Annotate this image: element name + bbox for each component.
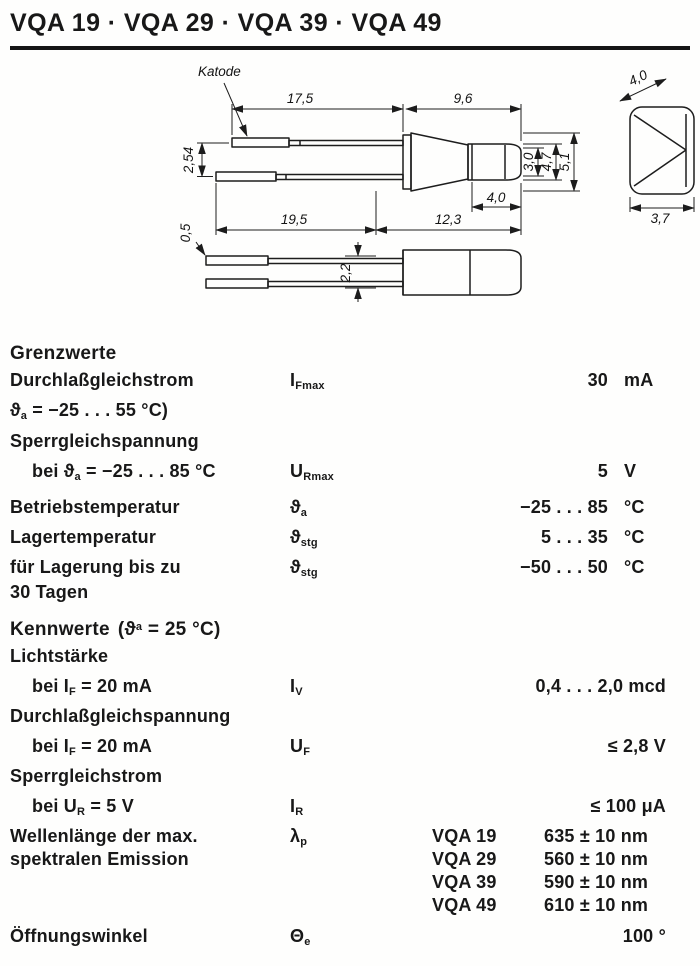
param-value: 0,4 . . . 2,0 mcd: [535, 676, 666, 696]
wavelength-row: VQA 49 610 ± 10 nm: [0, 895, 700, 918]
wavelength-row: spektralen Emission VQA 29 560 ± 10 nm: [0, 849, 700, 872]
spec-row-oeffnungswinkel: Öffnungswinkel Θe 100 °: [0, 926, 700, 956]
param-label: Sperrgleichspannung: [10, 431, 199, 451]
spec-row-durchlassgleichstrom: Durchlaßgleichstrom IFmax 30 mA: [0, 370, 700, 400]
wavelength-row: Wellenlänge der max. λp VQA 19 635 ± 10 …: [0, 826, 700, 849]
kennwerte-heading: Kennwerte(ϑa = 25 °C): [10, 619, 221, 640]
param-label: Sperrgleichstrom: [10, 766, 163, 786]
param-condition: bei ϑa = −25 . . . 85 °C: [32, 461, 216, 483]
device-type: VQA 49: [432, 895, 497, 915]
dim-face-width: 4,0: [626, 67, 650, 89]
dim-h-outer: 5,1: [557, 153, 572, 172]
dimension-drawing: Katode 17,5 9,6 2,54 19,5 12,3 3,0 4,7 5…: [178, 64, 695, 302]
param-label: 30 Tagen: [10, 582, 89, 602]
wavelength-row: VQA 39 590 ± 10 nm: [0, 872, 700, 895]
param-unit: mA: [624, 370, 654, 390]
grenzwerte-heading: Grenzwerte: [10, 343, 117, 364]
param-label: Durchlaßgleichstrom: [10, 370, 194, 390]
param-label: Betriebstemperatur: [10, 497, 180, 517]
front-view-dimensions: [619, 78, 695, 212]
param-value: 30: [587, 370, 608, 390]
led-side-view: [215, 132, 522, 192]
param-value: 100 °: [622, 926, 666, 946]
device-type: VQA 39: [432, 872, 497, 892]
spec-row-sperrgleichstrom: Sperrgleichstrom: [0, 766, 700, 796]
dim-body-total: 12,3: [435, 212, 462, 227]
grenzwerte-section: Grenzwerte Durchlaßgleichstrom IFmax 30 …: [0, 343, 700, 607]
dim-pitch: 2,54: [181, 147, 196, 174]
spec-row-sperrgleichstrom-cond: bei UR = 5 V IR ≤ 100 μA: [0, 796, 700, 826]
param-symbol: UF: [290, 736, 311, 758]
bottom-view-dimensions: [195, 241, 376, 302]
wavelength-value: 590 ± 10 nm: [544, 872, 649, 892]
title-rule: [10, 46, 690, 50]
kennwerte-condition: (ϑa = 25 °C): [117, 619, 221, 640]
dimension-labels: Katode 17,5 9,6 2,54 19,5 12,3 3,0 4,7 5…: [178, 64, 670, 283]
side-view-dimensions: [197, 82, 580, 235]
dim-lead-top: 17,5: [287, 91, 314, 106]
dim-h-inner: 3,0: [521, 152, 536, 171]
led-front-view: [629, 106, 695, 195]
param-symbol: IR: [290, 796, 304, 818]
page-title: VQA 19 · VQA 29 · VQA 39 · VQA 49: [10, 9, 442, 37]
mechanical-drawing: Katode 17,5 9,6 2,54 19,5 12,3 3,0 4,7 5…: [0, 52, 700, 329]
dim-lead-bottom: 19,5: [281, 212, 308, 227]
param-symbol: λp: [290, 826, 308, 848]
param-symbol: ϑstg: [290, 557, 318, 579]
param-condition: ϑa = −25 . . . 55 °C): [10, 400, 169, 422]
spec-row-sperrgleichspannung-cond: bei ϑa = −25 . . . 85 °C URmax 5 V: [0, 461, 700, 491]
param-symbol: Θe: [290, 926, 311, 948]
param-value: ≤ 2,8 V: [607, 736, 666, 756]
katode-label: Katode: [198, 64, 241, 79]
param-value: ≤ 100 μA: [590, 796, 666, 816]
dim-lead-span: 2,2: [338, 263, 353, 283]
spec-row-durchlassgleichspannung-cond: bei IF = 20 mA UF ≤ 2,8 V: [0, 736, 700, 766]
dim-lead-thickness: 0,5: [178, 223, 193, 242]
param-label: Wellenlänge der max.: [10, 826, 198, 846]
dim-body-len: 9,6: [454, 91, 473, 106]
spec-row-30-tagen: 30 Tagen: [0, 582, 700, 607]
param-unit: V: [624, 461, 637, 481]
param-symbol: IV: [290, 676, 303, 698]
spec-row-condition: ϑa = −25 . . . 55 °C): [0, 400, 700, 425]
spec-row-lagerung: für Lagerung bis zu ϑstg −50 . . . 50 °C: [0, 557, 700, 582]
param-label: für Lagerung bis zu: [10, 557, 181, 577]
spec-row-lichtstaerke: Lichtstärke: [0, 646, 700, 676]
device-type: VQA 19: [432, 826, 497, 846]
param-label: spektralen Emission: [10, 849, 189, 869]
param-label: Öffnungswinkel: [10, 926, 148, 946]
spec-row-sperrgleichspannung: Sperrgleichspannung: [0, 431, 700, 461]
param-label: Durchlaßgleichspannung: [10, 706, 231, 726]
page-header: VQA 19 · VQA 29 · VQA 39 · VQA 49: [0, 0, 700, 50]
param-unit: °C: [624, 497, 645, 517]
param-label: Lagertemperatur: [10, 527, 157, 547]
kennwerte-section: Kennwerte(ϑa = 25 °C) Lichtstärke bei IF…: [0, 619, 700, 956]
spec-row-betriebstemperatur: Betriebstemperatur ϑa −25 . . . 85 °C: [0, 497, 700, 527]
led-bottom-view: [205, 249, 522, 296]
param-label: Lichtstärke: [10, 646, 109, 666]
param-condition: bei IF = 20 mA: [32, 676, 153, 698]
param-value: −50 . . . 50: [520, 557, 608, 577]
param-symbol: IFmax: [290, 370, 325, 392]
wavelength-value: 560 ± 10 nm: [544, 849, 649, 869]
param-unit: °C: [624, 527, 645, 547]
spec-row-durchlassgleichspannung: Durchlaßgleichspannung: [0, 706, 700, 736]
dim-tip-len: 4,0: [487, 190, 506, 205]
spec-row-lagertemperatur: Lagertemperatur ϑstg 5 . . . 35 °C: [0, 527, 700, 557]
spec-row-lichtstaerke-cond: bei IF = 20 mA IV 0,4 . . . 2,0 mcd: [0, 676, 700, 706]
param-symbol: ϑa: [290, 497, 308, 519]
param-condition: bei UR = 5 V: [32, 796, 134, 818]
param-value: 5 . . . 35: [540, 527, 608, 547]
param-symbol: URmax: [290, 461, 334, 483]
param-unit: °C: [624, 557, 645, 577]
wavelength-value: 610 ± 10 nm: [544, 895, 649, 915]
wavelength-value: 635 ± 10 nm: [544, 826, 649, 846]
param-symbol: ϑstg: [290, 527, 318, 549]
param-value: 5: [597, 461, 608, 481]
dim-h-mid: 4,7: [539, 152, 554, 171]
device-type: VQA 29: [432, 849, 497, 869]
dim-face-depth: 3,7: [651, 211, 670, 226]
param-condition: bei IF = 20 mA: [32, 736, 153, 758]
param-value: −25 . . . 85: [520, 497, 608, 517]
